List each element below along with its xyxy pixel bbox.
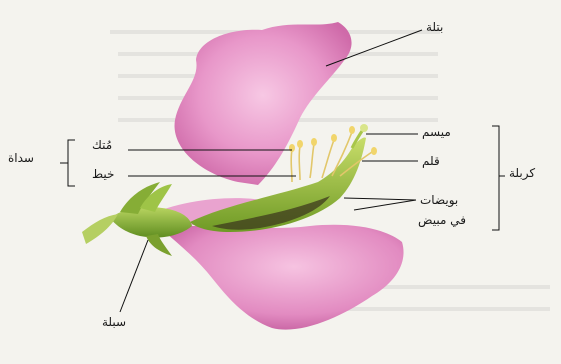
sepal-tip-3 <box>146 234 172 256</box>
carpel-bracket <box>492 126 505 230</box>
ovary-label: في مبيض <box>418 213 466 227</box>
stigma <box>360 124 368 132</box>
ovules-leader-1 <box>344 198 416 200</box>
stamen-bracket <box>60 140 75 186</box>
ovules-label: بويضات <box>420 193 458 207</box>
anther-label: مُتك <box>92 138 112 152</box>
stigma-label: ميسم <box>422 125 451 139</box>
carpel-label: كربلة <box>509 166 535 180</box>
style-label: قلم <box>422 154 440 168</box>
upper-petal <box>175 22 352 185</box>
sepal-leader <box>120 240 148 312</box>
petal-label: بتلة <box>426 20 443 34</box>
stamen-label: سداة <box>8 151 34 165</box>
ovules-leader-2 <box>354 200 416 210</box>
filament-label: خيط <box>92 167 114 181</box>
flower-stem <box>82 214 118 244</box>
sepal-label: سبلة <box>102 315 126 329</box>
lower-petal <box>160 225 404 330</box>
